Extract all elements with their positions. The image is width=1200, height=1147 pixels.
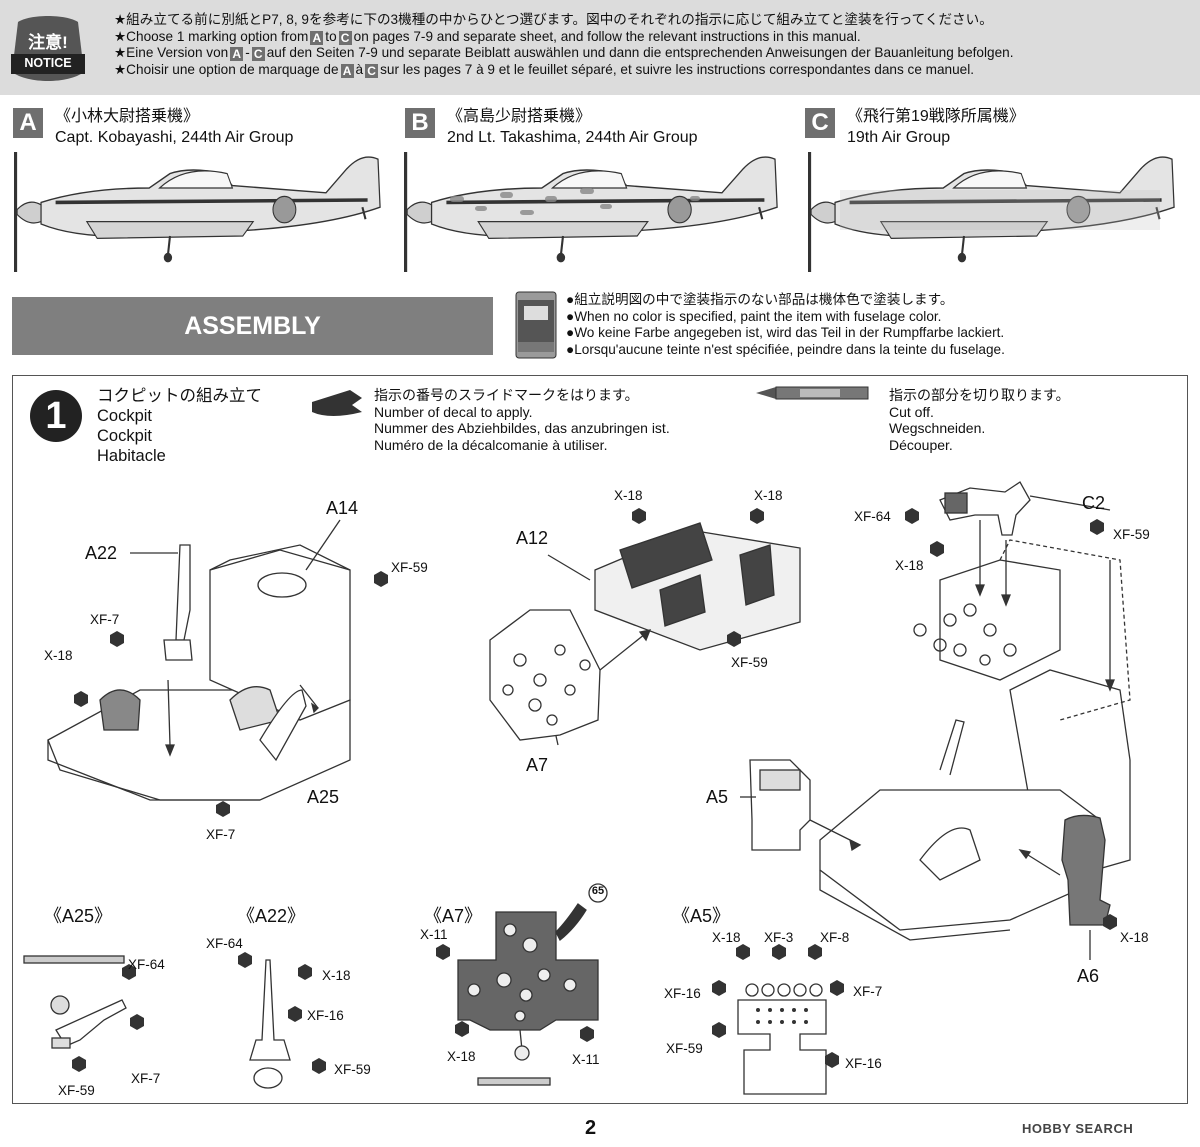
instrument-panel-center — [489, 522, 801, 741]
knife-icon — [756, 386, 869, 400]
notice-badge: 注意! NOTICE — [8, 14, 88, 84]
paint-xf64: XF-64 — [854, 509, 891, 524]
paint-x18: X-18 — [44, 648, 73, 663]
notice-badge-en: NOTICE — [24, 56, 72, 70]
label-a7: A7 — [526, 755, 549, 775]
subdetail-a7-drawing — [457, 883, 608, 1086]
paint-xf8: XF-8 — [820, 930, 850, 945]
option-b-letter: B — [405, 108, 435, 138]
decal-arrow-icon — [555, 903, 587, 942]
paint-callout-markers — [74, 508, 1117, 930]
option-c-text: 《飛行第19戦隊所属機》19th Air Group — [847, 108, 1025, 146]
option-box-a: A — [230, 47, 244, 61]
cockpit-floor-left — [47, 544, 351, 801]
notice-jp: ★組み立てる前に別紙とP7, 8, 9を参考に下の3機種の中からひとつ選びます。… — [114, 12, 993, 27]
paint-xf16: XF-16 — [664, 986, 701, 1001]
paint-notes: ●組立説明図の中で塗装指示のない部品は機体色で塗装します。 ●When no c… — [566, 292, 1005, 357]
paint-xf59: XF-59 — [731, 655, 768, 670]
paint-x18: X-18 — [754, 488, 783, 503]
label-a14: A14 — [326, 498, 359, 518]
subdetail-a22-drawing — [249, 959, 291, 1089]
option-box-a: A — [310, 30, 324, 45]
label-a25: A25 — [307, 787, 340, 807]
paint-x18: X-18 — [322, 968, 351, 983]
label-c2: C2 — [1082, 493, 1106, 513]
notice-badge-icon — [11, 16, 85, 81]
paint-x18: X-18 — [447, 1049, 476, 1064]
label-a5: A5 — [706, 787, 729, 807]
decal-number: 65 — [591, 885, 605, 897]
subdetail-a7-title: 《A7》 — [424, 906, 483, 926]
cockpit-assembly-right — [749, 481, 1131, 941]
assembly-bar — [12, 297, 493, 355]
option-a-text: 《小林大尉搭乗機》Capt. Kobayashi, 244th Air Grou… — [55, 108, 294, 146]
page-number: 2 — [585, 1117, 597, 1139]
paint-x11: X-11 — [572, 1052, 600, 1067]
label-a22: A22 — [85, 543, 118, 563]
paint-xf59: XF-59 — [58, 1083, 95, 1098]
subdetail-a25-title: 《A25》 — [44, 906, 113, 926]
option-box-c: C — [365, 63, 379, 78]
notice-text: ★組み立てる前に別紙とP7, 8, 9を参考に下の3機種の中からひとつ選びます。… — [114, 12, 1013, 78]
paint-xf7: XF-7 — [853, 984, 883, 999]
paint-xf59: XF-59 — [391, 560, 428, 575]
subdetail-a5-title: 《A5》 — [672, 906, 731, 926]
notice-badge-jp: 注意! — [28, 33, 68, 52]
paint-xf16: XF-16 — [845, 1056, 882, 1071]
paint-xf7: XF-7 — [90, 612, 120, 627]
subdetail-a5-drawing — [737, 983, 827, 1095]
label-a12: A12 — [516, 528, 549, 548]
step-title: コクピットの組み立て Cockpit Cockpit Habitacle — [97, 387, 262, 465]
assembly-title: ASSEMBLY — [184, 312, 321, 340]
paint-xf59: XF-59 — [1113, 527, 1150, 542]
paint-x18: X-18 — [1120, 930, 1149, 945]
option-a-letter: A — [13, 108, 43, 138]
decal-icon — [312, 390, 362, 416]
paint-xf7: XF-7 — [206, 827, 236, 842]
subdetail-paint-markers — [72, 944, 844, 1074]
option-box-c: C — [251, 47, 265, 61]
watermark: HOBBY SEARCH — [1022, 1121, 1134, 1136]
option-b-text: 《高島少尉搭乗機》2nd Lt. Takashima, 244th Air Gr… — [447, 108, 698, 146]
paint-xf16: XF-16 — [307, 1008, 344, 1023]
label-a6: A6 — [1077, 966, 1100, 986]
paint-x18: X-18 — [614, 488, 643, 503]
option-c-letter: C — [805, 108, 835, 138]
paint-xf3: XF-3 — [764, 930, 794, 945]
option-box-c: C — [338, 30, 352, 45]
paint-x18: X-18 — [895, 558, 924, 573]
notice-bar — [0, 0, 1200, 95]
legend-cut: 指示の部分を切り取ります。Cut off.Wegschneiden.Découp… — [889, 387, 1070, 453]
paint-x18: X-18 — [712, 930, 741, 945]
paint-xf64: XF-64 — [206, 936, 243, 951]
step-number: 1 — [30, 390, 82, 442]
step-1-frame — [12, 375, 1188, 1104]
legend-decal: 指示の番号のスライドマークをはります。Number of decal to ap… — [374, 387, 670, 453]
paint-xf7: XF-7 — [131, 1071, 161, 1086]
paint-xf59: XF-59 — [334, 1062, 371, 1077]
option-box-a: A — [340, 63, 354, 78]
paint-xf64: XF-64 — [128, 957, 165, 972]
paint-xf59: XF-59 — [666, 1041, 703, 1056]
paint-x11: X-11 — [420, 927, 448, 942]
subdetail-a25-drawing — [23, 955, 127, 1049]
subdetail-a22-title: 《A22》 — [237, 906, 306, 926]
